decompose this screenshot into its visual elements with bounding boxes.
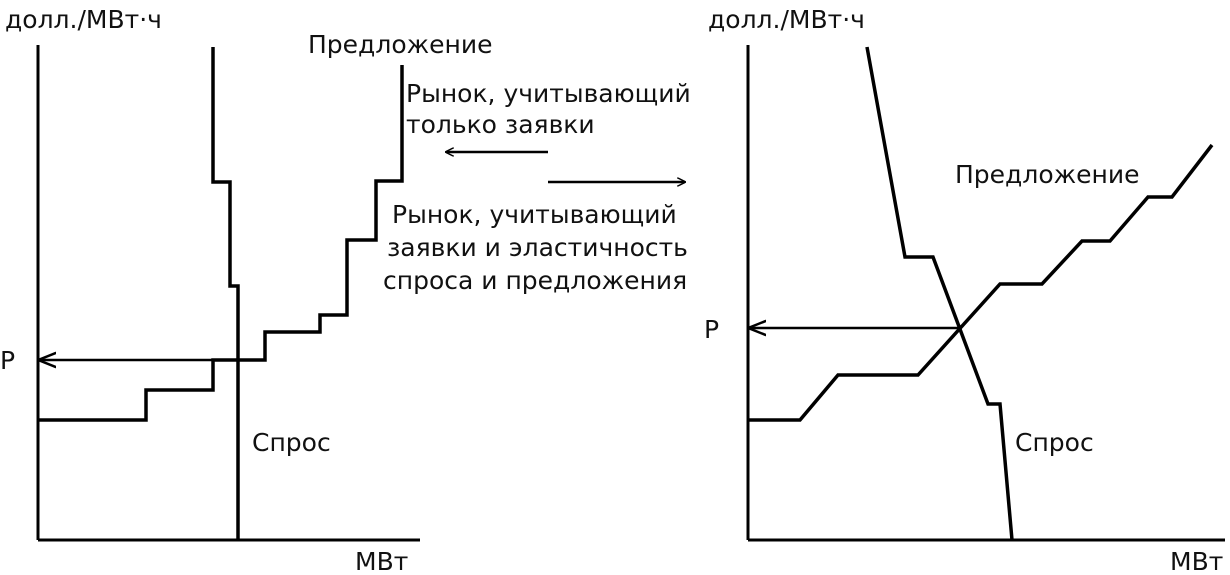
right-price-label: P xyxy=(704,315,719,344)
right-x-axis-label: МВт xyxy=(1170,547,1223,575)
caption-bids-only-line-1: Рынок, учитывающий xyxy=(406,79,691,108)
caption-elastic-line-1: Рынок, учитывающий xyxy=(392,200,677,229)
caption-bids-only-line-2: только заявки xyxy=(406,110,595,139)
right-demand-label: Спрос xyxy=(1015,428,1094,457)
left-price-label: P xyxy=(0,346,15,375)
caption-elastic-line-2: заявки и эластичность xyxy=(387,233,688,262)
left-y-axis-label: долл./МВт·ч xyxy=(5,5,162,34)
left-x-axis-label: МВт xyxy=(355,547,408,575)
right-panel: долл./МВт·ч МВт P Предложение Спрос xyxy=(704,5,1225,575)
caption-elastic-line-3: спроса и предложения xyxy=(383,266,687,295)
left-panel: долл./МВт·ч МВт P Предложение Спрос xyxy=(0,5,493,575)
right-supply-curve xyxy=(748,143,1214,422)
right-demand-curve xyxy=(865,46,1014,541)
left-demand-label: Спрос xyxy=(252,428,331,457)
right-y-axis-label: долл./МВт·ч xyxy=(708,5,865,34)
left-supply-label: Предложение xyxy=(308,30,493,59)
right-supply-label: Предложение xyxy=(955,160,1140,189)
center-captions: Рынок, учитывающий только заявки Рынок, … xyxy=(383,79,691,295)
left-supply-curve xyxy=(38,65,404,422)
left-demand-curve xyxy=(211,47,240,540)
